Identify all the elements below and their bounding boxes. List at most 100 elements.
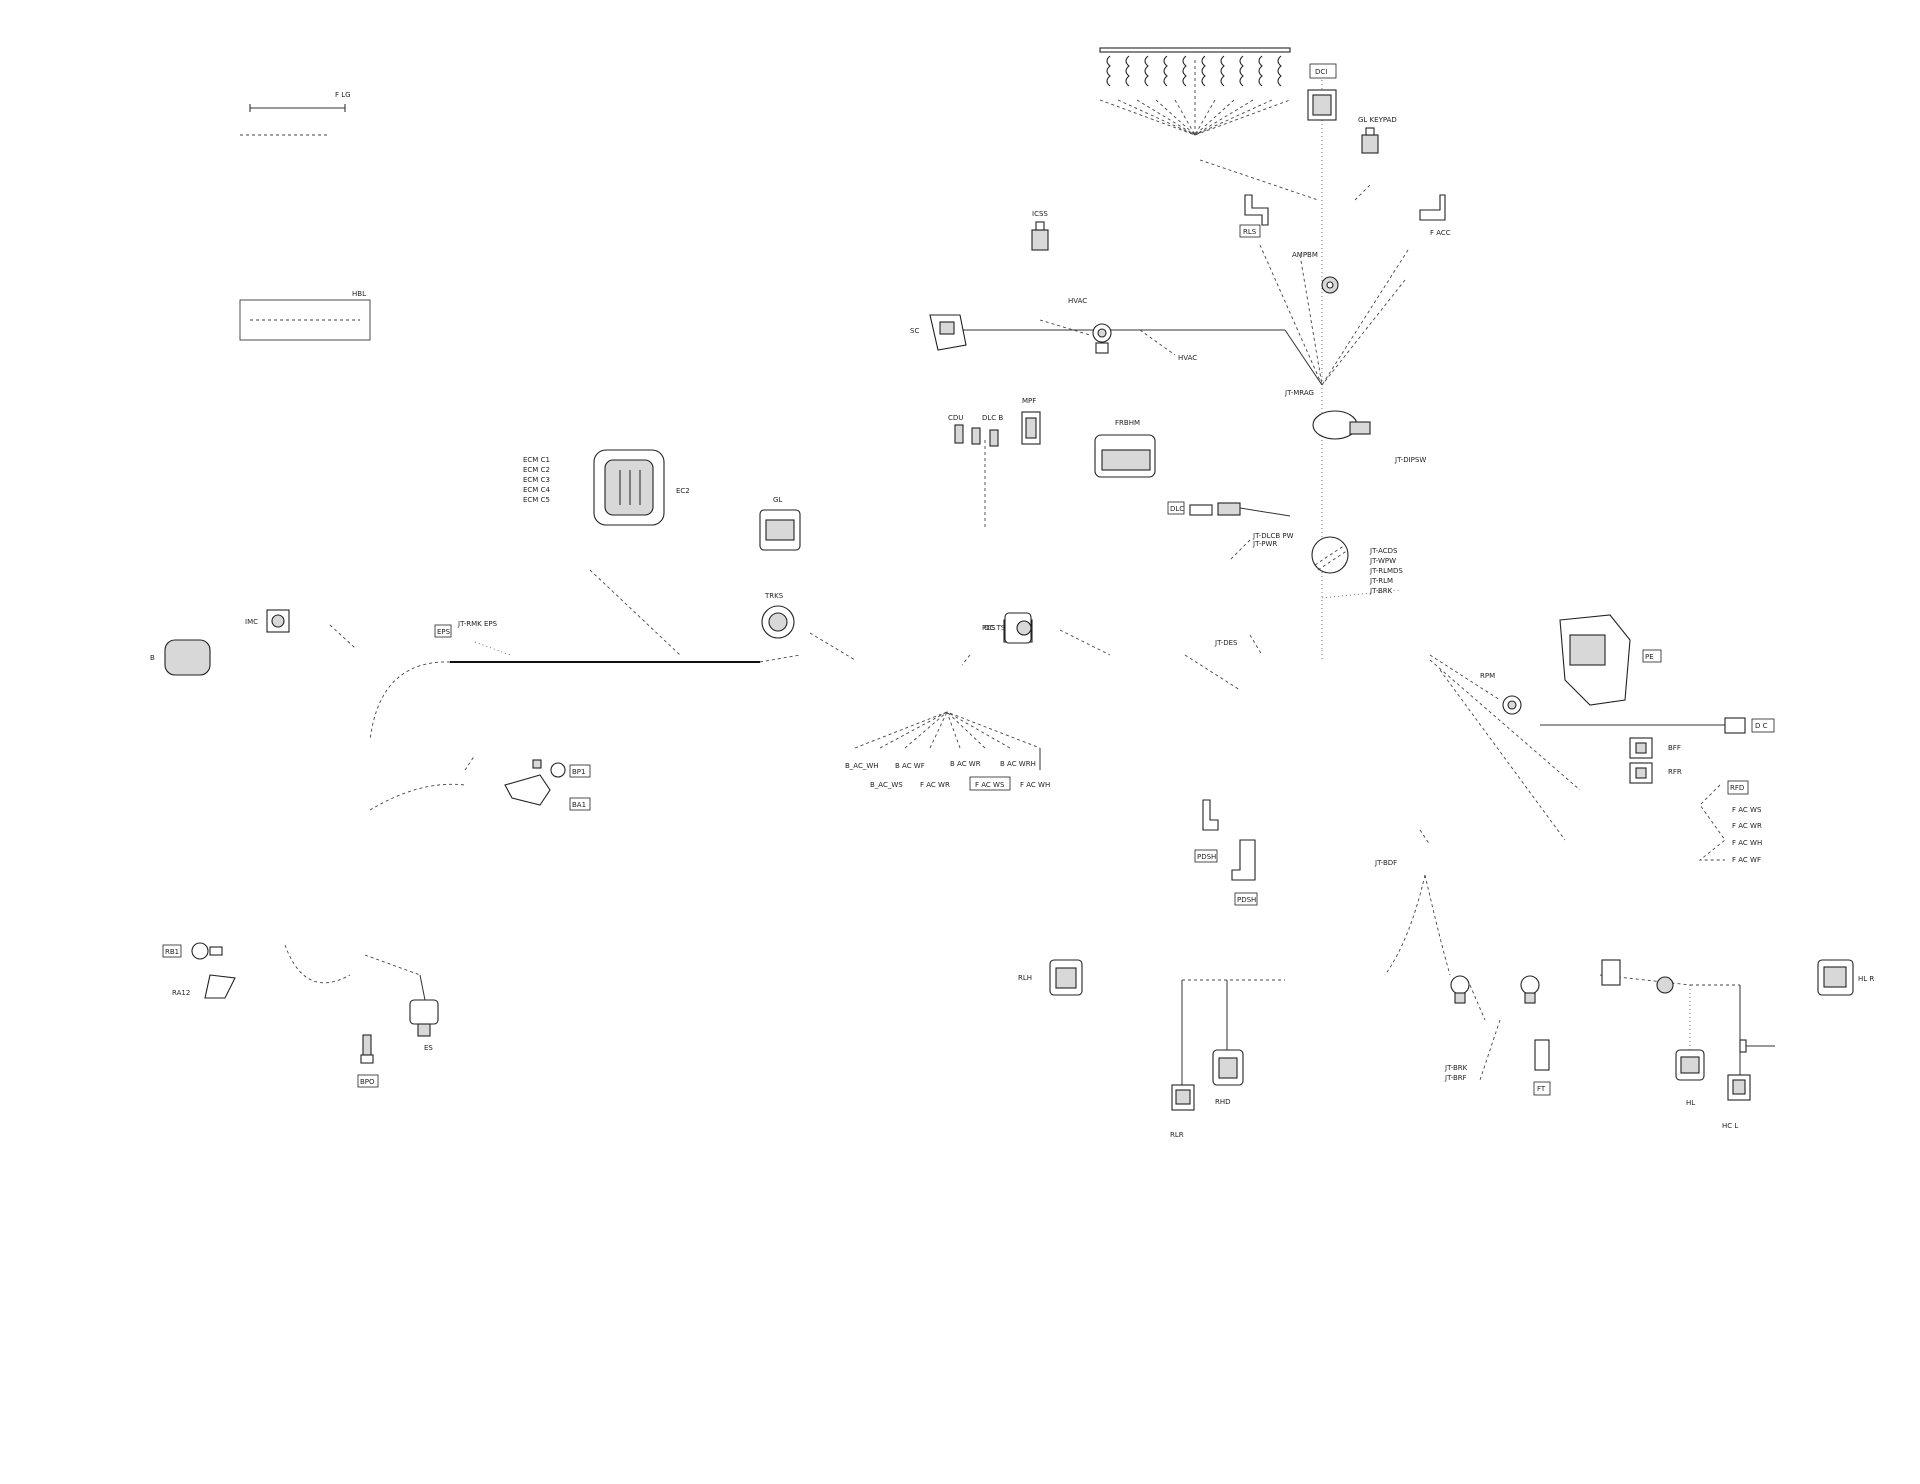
es-connector: ES <box>409 999 439 1052</box>
splice-node: JT-ACDS JT-WPW JT-RLMDS JT-RLM JT-BRK <box>1311 536 1403 595</box>
pe-component: PE <box>1559 614 1662 706</box>
hl-connector: HL <box>1601 959 1705 1107</box>
label-rls: RLS <box>1243 228 1257 236</box>
label-jt-bdf: JT-BDF <box>1374 859 1397 867</box>
sc-connector: SC <box>910 314 967 351</box>
label-hl: HL <box>1686 1099 1695 1107</box>
label-jt-wpw: JT-WPW <box>1369 557 1396 565</box>
rb1-connector: RB1 <box>162 942 223 960</box>
icss-connector: ICSS <box>1031 210 1049 251</box>
label-rfr: RFR <box>1668 768 1682 776</box>
label-f-ac-wh-2: F AC WH <box>1732 839 1762 847</box>
hvac-connector: HVAC HVAC <box>1068 297 1197 362</box>
gl-keypad-connector: GL KEYPAD <box>1358 116 1397 154</box>
label-jt-des: JT-DES <box>1214 639 1238 647</box>
d-c-connector: D C <box>1724 717 1775 734</box>
label-rlr: RLR <box>1170 1131 1184 1139</box>
label-f-ac-wf-2: F AC WF <box>1732 856 1761 864</box>
rlh-connector: RLH <box>1018 959 1083 996</box>
rhd-connector: RHD <box>1212 1049 1244 1106</box>
label-jt-dlcb-pw: JT-DLCB PW <box>1252 532 1294 540</box>
label-ecm-c2: ECM C2 <box>523 466 550 474</box>
label-jt-rlmds: JT-RLMDS <box>1369 567 1403 575</box>
label-pdsh-1: PDSH <box>1197 853 1216 861</box>
pdsh-2-connector: PDSH <box>1231 839 1258 906</box>
label-eps: EPS <box>437 628 451 636</box>
rfr-connector: RFR <box>1629 762 1682 784</box>
label-oc-ts: OC TS <box>984 624 1006 632</box>
hs-connector <box>1739 1039 1775 1053</box>
mpf-connector: MPF <box>1021 397 1041 445</box>
wire-trunk <box>284 60 1741 1110</box>
cdu-connector: CDU DLC B <box>948 414 1003 447</box>
label-ec2: EC2 <box>676 487 690 495</box>
frbhm-connector: FRBHM <box>1094 419 1156 478</box>
label-jt-acds: JT-ACDS <box>1369 547 1398 555</box>
label-bp1: BP1 <box>572 768 585 776</box>
label-dlc-b: DLC B <box>982 414 1003 422</box>
label-pdsh-2: PDSH <box>1237 896 1256 904</box>
label-ecm-c1: ECM C1 <box>523 456 550 464</box>
label-dci: DCI <box>1315 68 1327 76</box>
trks-connector: TRKS <box>761 592 795 639</box>
hc-l-connector: HC L <box>1722 1074 1751 1130</box>
label-frbhm: FRBHM <box>1115 419 1140 427</box>
label-b: B <box>150 654 155 662</box>
label-b-ac-wrh: B AC WRH <box>1000 760 1036 768</box>
label-jt-rlm: JT-RLM <box>1369 577 1393 585</box>
hl-r-connector: HL R <box>1817 959 1874 996</box>
label-ampbm: AMPBM <box>1292 251 1318 259</box>
jt-brk-2-connector: JT-BRK JT-BRF <box>1444 975 1540 1082</box>
label-f-ac-wh: F AC WH <box>1020 781 1050 789</box>
label-hvac: HVAC <box>1068 297 1087 305</box>
label-dlc: DLC <box>1170 505 1184 513</box>
label-b-ac-wr: B AC WR <box>950 760 981 768</box>
rpm-connector: RPM <box>1480 672 1522 715</box>
rlr-connector: RLR <box>1170 1084 1195 1139</box>
label-ecm-c4: ECM C4 <box>523 486 550 494</box>
dlc-connector: DLC JT-DLCB PW JT-PWR <box>1167 501 1294 548</box>
label-jt-brf: JT-BRF <box>1444 1074 1467 1082</box>
label-gl: GL <box>773 496 782 504</box>
label-f-ac-ws-2: F AC WS <box>1732 806 1762 814</box>
label-hc-l: HC L <box>1722 1122 1738 1130</box>
label-pcs: PCS <box>982 624 996 632</box>
label-d-c: D C <box>1755 722 1768 730</box>
label-ra12: RA12 <box>172 989 190 997</box>
label-jt-mrag: JT-MRAG <box>1284 389 1314 397</box>
label-hl-r: HL R <box>1858 975 1874 983</box>
pdsh-1-connector: PDSH <box>1194 799 1219 863</box>
label-b-ac-wf: B AC WF <box>895 762 925 770</box>
label-f-ac-wr: F AC WR <box>920 781 950 789</box>
label-ecm-c5: ECM C5 <box>523 496 550 504</box>
ra12-connector: RA12 <box>172 974 236 999</box>
ft-connector: FT <box>1533 1039 1551 1096</box>
label-f-ac-wr-2: F AC WR <box>1732 822 1762 830</box>
label-cdu: CDU <box>948 414 963 422</box>
label-jt-brk-2: JT-BRK <box>1444 1064 1468 1072</box>
label-f-lg: F LG <box>335 91 351 99</box>
label-imc: IMC <box>245 618 258 626</box>
f-acc-connector: F ACC <box>1419 194 1451 237</box>
ampbm-connector: AMPBM <box>1292 251 1339 294</box>
components: DCI GL KEYPAD RLS F ACC AMPBM ICSS <box>150 47 1874 1139</box>
b-connector: B <box>150 639 211 676</box>
label-b-ac-ws: B_AC_WS <box>870 781 903 789</box>
label-rfd: RFD <box>1730 784 1744 792</box>
label-es: ES <box>424 1044 433 1052</box>
label-pe: PE <box>1645 653 1654 661</box>
imc-connector: IMC <box>245 609 290 633</box>
label-bpo: BPO <box>360 1078 375 1086</box>
label-f-acc: F ACC <box>1430 229 1451 237</box>
label-jt-brk: JT-BRK <box>1369 587 1393 595</box>
label-rhd: RHD <box>1215 1098 1231 1106</box>
jt-rmk-eps: EPS JT-RMK EPS <box>434 620 498 638</box>
label-ecm-c3: ECM C3 <box>523 476 550 484</box>
bff-connector: BFF <box>1629 737 1681 759</box>
label-b-ac-wh: B_AC_WH <box>845 762 879 770</box>
label-rpm: RPM <box>1480 672 1495 680</box>
ac-labels: B_AC_WH B AC WF B AC WR B AC WRH B_AC_WS… <box>845 760 1050 791</box>
legend-top: F LG HBL <box>239 91 371 341</box>
bpo-connector: BPO <box>357 1034 379 1088</box>
